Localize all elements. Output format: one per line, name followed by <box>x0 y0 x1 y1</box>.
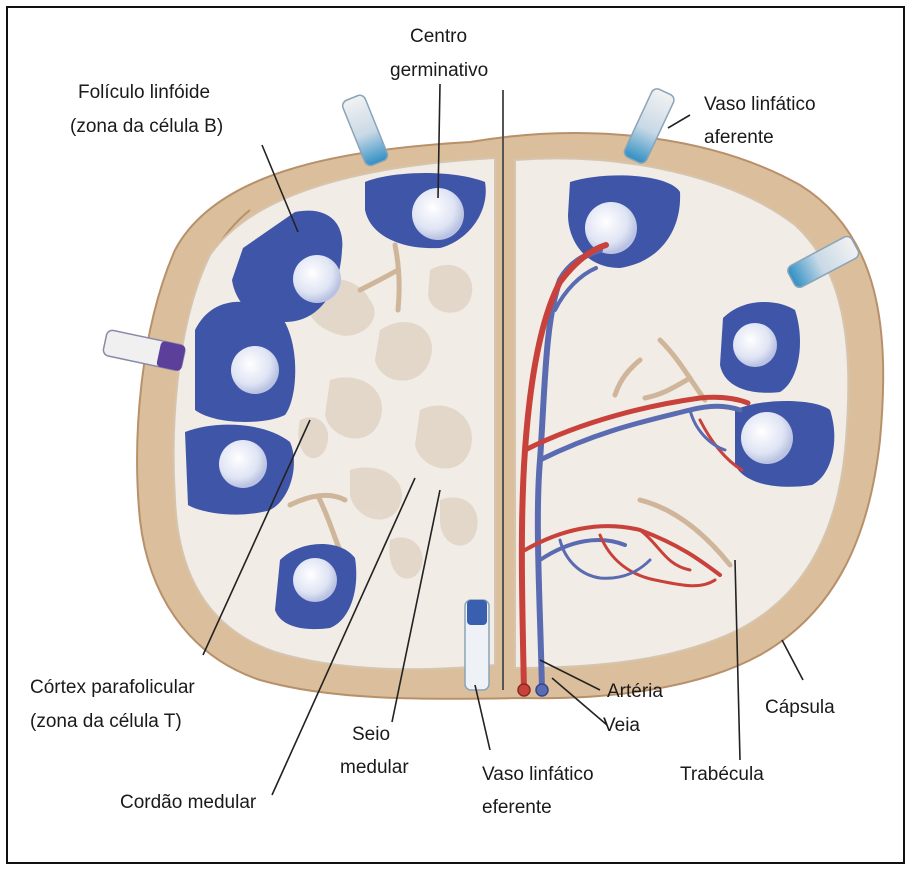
figure-frame <box>6 6 905 864</box>
